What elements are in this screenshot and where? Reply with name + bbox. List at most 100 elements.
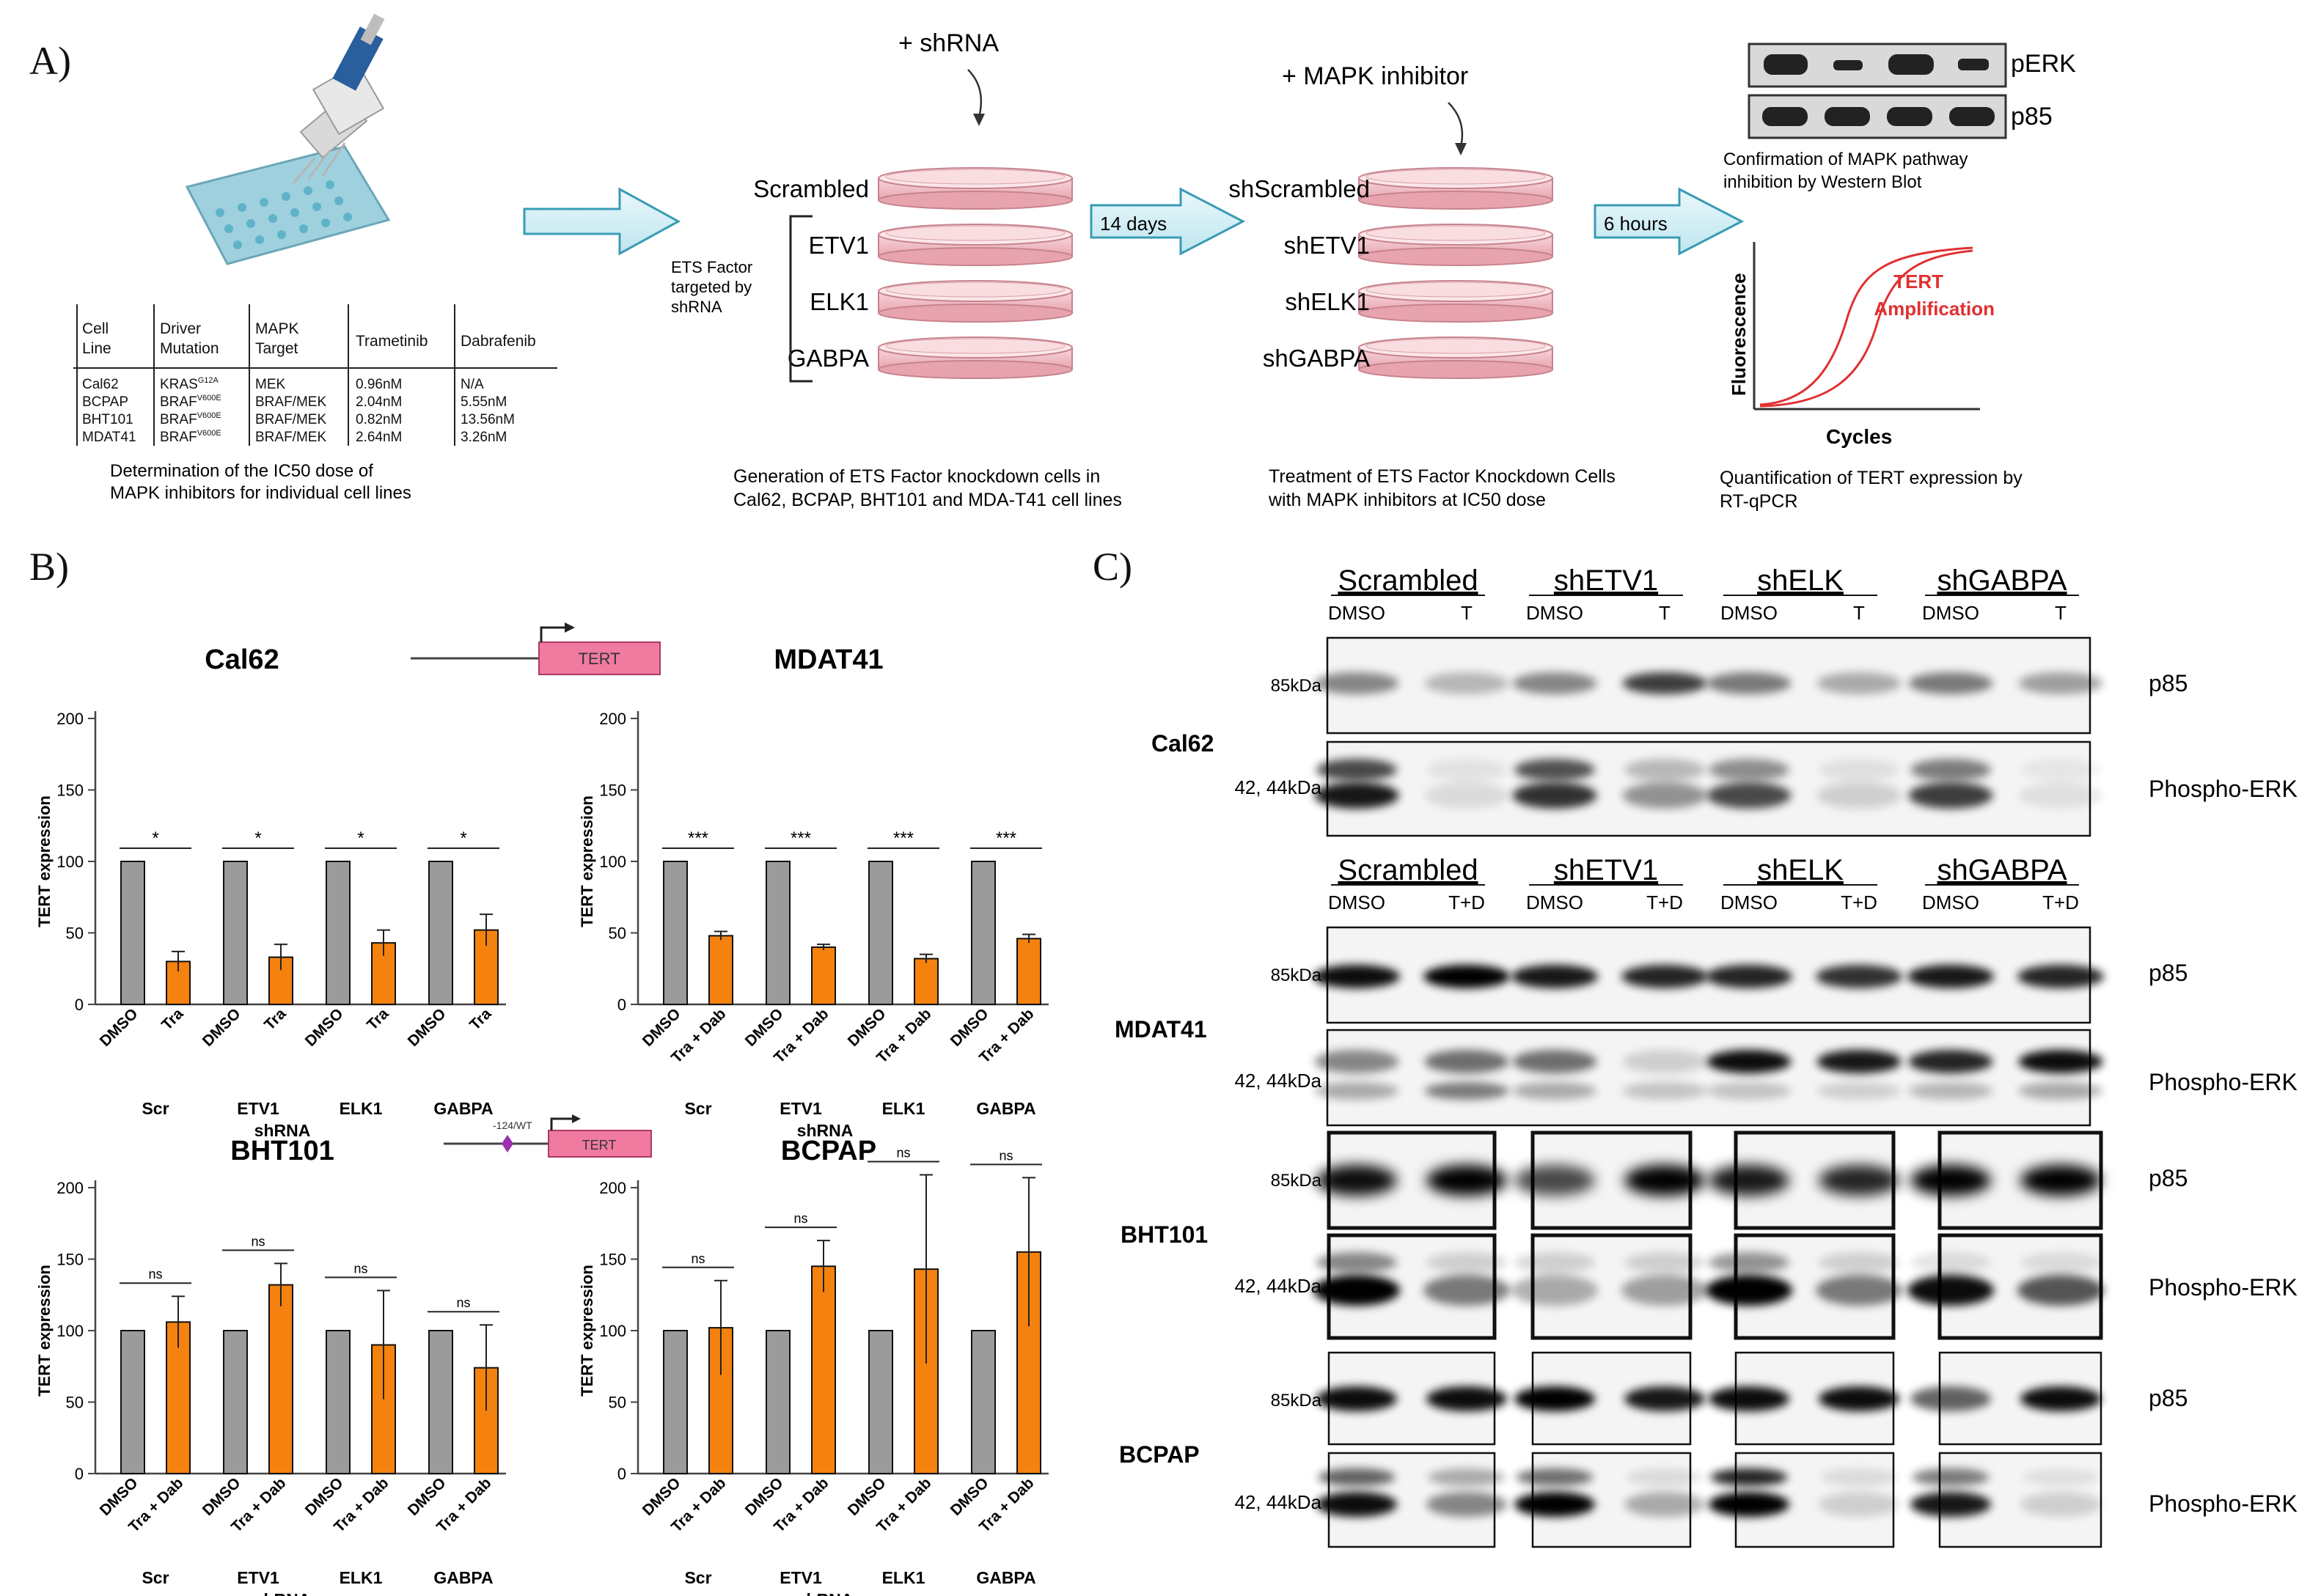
- significance-label: *: [357, 828, 364, 848]
- blot-band: [1819, 1252, 1899, 1273]
- significance-label: *: [254, 828, 261, 848]
- category-label: Scr: [142, 1099, 169, 1118]
- bar-control: [326, 1330, 351, 1474]
- blot-band: [1908, 1082, 1993, 1100]
- petri-dish-icon: [1358, 280, 1553, 323]
- mw-label-perk: 42, 44kDa: [1234, 776, 1321, 798]
- chart-title: BHT101: [230, 1136, 334, 1166]
- lane-label: DMSO: [1328, 602, 1385, 624]
- cell-line-label: BCPAP: [1119, 1441, 1200, 1468]
- mw-label-p85: 85kDa: [1271, 966, 1322, 985]
- blot-band: [1426, 1492, 1507, 1517]
- blot-band: [1514, 1386, 1595, 1411]
- lane-label: DMSO: [1720, 891, 1778, 913]
- significance-label: ***: [791, 828, 811, 848]
- ets-label-1: ETS Factor: [671, 258, 752, 276]
- blot-band: [1710, 1468, 1788, 1486]
- blot-band: [1709, 759, 1789, 781]
- blot-band: [1314, 672, 1399, 694]
- blot-group-title: shELK: [1757, 854, 1844, 886]
- y-tick-label: 100: [599, 853, 626, 871]
- qpcr-xlabel: Cycles: [1826, 425, 1892, 448]
- bar-treated: [708, 935, 733, 1006]
- tert-promoter-schematic: [444, 1114, 652, 1158]
- bar-label: DMSO: [639, 1474, 684, 1519]
- x-axis-label: shRNA: [254, 1590, 311, 1596]
- blot-band: [1426, 759, 1507, 781]
- blot-band: [1624, 1386, 1705, 1411]
- significance-label: ***: [688, 828, 708, 848]
- blot-group-title: shETV1: [1554, 565, 1658, 597]
- step1-caption-1: Determination of the IC50 dose of: [110, 461, 373, 481]
- bar-label: DMSO: [742, 1474, 787, 1519]
- band-label-p85: p85: [2149, 670, 2188, 696]
- blot-band: [1423, 1275, 1510, 1306]
- step3-caption-1: Treatment of ETS Factor Knockdown Cells: [1269, 466, 1616, 487]
- y-tick-label: 150: [56, 782, 84, 800]
- table-header-target-1: MAPK: [255, 320, 299, 337]
- blot-band: [1816, 965, 1902, 988]
- significance-label: ns: [456, 1295, 470, 1310]
- dish-label: ETV1: [808, 232, 869, 259]
- blot-band: [1514, 1252, 1595, 1273]
- blot-band: [1709, 1165, 1789, 1196]
- blot-group-title: shELK: [1757, 565, 1844, 597]
- blot-band: [1424, 782, 1509, 809]
- mw-label-p85: 85kDa: [1271, 676, 1322, 696]
- panel-a-workflow: Cell Line Driver Mutation MAPK Target Tr…: [73, 13, 2076, 512]
- step1-caption-2: MAPK inhibitors for individual cell line…: [110, 483, 411, 503]
- blot-cal62-perk: [1314, 740, 2103, 837]
- blot-band: [2020, 1492, 2101, 1517]
- blot-band: [1511, 965, 1598, 988]
- blot-band: [2018, 782, 2103, 809]
- blot-band: [1621, 1275, 1708, 1306]
- qpcr-curve-label-1: TERT: [1893, 271, 1943, 293]
- blot-band: [1624, 1252, 1705, 1273]
- blot-band: [1706, 1275, 1792, 1306]
- bar-treated: [914, 957, 939, 1005]
- mw-label-perk: 42, 44kDa: [1234, 1491, 1321, 1513]
- petri-dish-icon: [1358, 337, 1553, 379]
- qpcr-curve-plot: [1753, 242, 1980, 411]
- blot-band: [1910, 1492, 1991, 1517]
- blot-band: [1907, 1275, 1994, 1306]
- blot-band: [1428, 1468, 1506, 1486]
- blot-band: [1908, 672, 1993, 694]
- qpcr-ylabel: Fluorescence: [1728, 273, 1750, 396]
- bar-control: [223, 861, 248, 1005]
- blot-band: [1318, 1468, 1396, 1486]
- y-tick-label: 150: [599, 1251, 626, 1269]
- bar-label: DMSO: [845, 1474, 890, 1519]
- category-label: ETV1: [780, 1099, 822, 1118]
- blot-band: [1626, 1468, 1704, 1486]
- category-label: GABPA: [976, 1099, 1035, 1118]
- band-label-perk: Phospho-ERK: [2149, 776, 2298, 802]
- bar-control: [971, 861, 996, 1005]
- bar-label: Tra: [261, 1005, 290, 1034]
- step2-caption-2: Cal62, BCPAP, BHT101 and MDA-T41 cell li…: [733, 490, 1122, 510]
- blot-band: [1316, 1252, 1397, 1273]
- category-label: ELK1: [882, 1568, 925, 1587]
- blot-band: [1816, 1275, 1902, 1306]
- y-axis-label: TERT expression: [578, 795, 596, 927]
- table-cell-trametinib: 0.96nM: [356, 377, 402, 392]
- blot-band: [2018, 672, 2103, 694]
- table-cell-dabrafenib: N/A: [461, 377, 484, 392]
- y-tick-label: 0: [617, 996, 626, 1014]
- significance-label: ns: [148, 1267, 162, 1281]
- petri-dish-icon: [878, 280, 1073, 323]
- bar-label: Tra: [158, 1005, 187, 1034]
- bar-label: Tra: [364, 1005, 392, 1034]
- blot-band: [1316, 1165, 1397, 1196]
- arrow-6hours-icon: [1594, 187, 1745, 256]
- table-cell-target: MEK: [255, 377, 286, 392]
- category-label: Scr: [142, 1568, 169, 1587]
- table-header-trametinib: Trametinib: [356, 333, 428, 350]
- dish-label: ELK1: [810, 288, 869, 315]
- panel-letter-c: C): [1093, 545, 1132, 589]
- lane-label: DMSO: [1526, 602, 1583, 624]
- category-label: ETV1: [237, 1568, 279, 1587]
- blot-band: [1512, 1050, 1597, 1073]
- blot-band: [2017, 965, 2104, 988]
